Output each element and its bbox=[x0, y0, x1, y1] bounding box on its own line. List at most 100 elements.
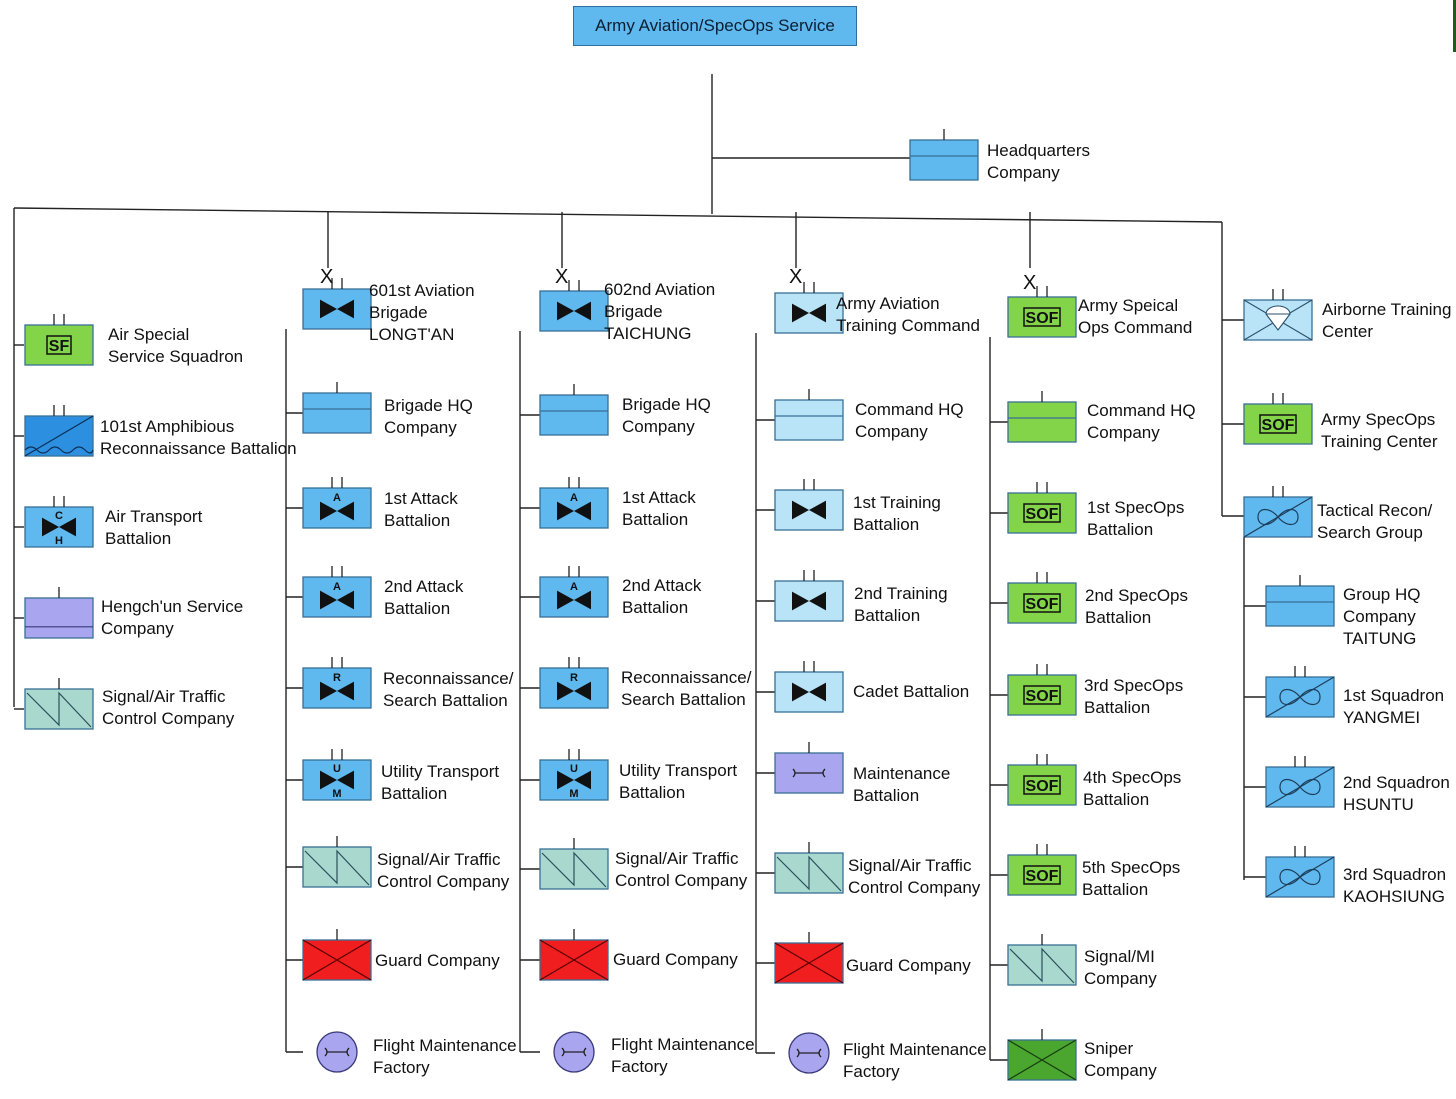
soc-unit-label-7: Sniper Company bbox=[1084, 1039, 1157, 1080]
left-unit-symbol-3 bbox=[24, 587, 94, 639]
b601-unit-symbol-4: UM bbox=[302, 749, 372, 801]
training-command-echelon: X bbox=[789, 266, 803, 288]
soc-unit-symbol-7 bbox=[1007, 1029, 1077, 1081]
svg-text:U: U bbox=[333, 763, 341, 775]
training-command-label: Army Aviation Training Command bbox=[836, 294, 980, 335]
tc-unit-symbol-1 bbox=[774, 479, 844, 531]
b602-unit-symbol-3: R bbox=[539, 657, 609, 709]
svg-text:SOF: SOF bbox=[1026, 868, 1059, 885]
tc-unit-label-0: Command HQ Company bbox=[855, 400, 964, 441]
tc-unit-symbol-7 bbox=[788, 1032, 830, 1074]
svg-text:SOF: SOF bbox=[1026, 310, 1059, 327]
soc-unit-label-4: 4th SpecOps Battalion bbox=[1083, 768, 1182, 809]
tc-unit-symbol-0 bbox=[774, 389, 844, 441]
svg-text:SF: SF bbox=[49, 338, 70, 355]
soc-unit-label-0: Command HQ Company bbox=[1087, 401, 1196, 442]
rg-unit-symbol-3 bbox=[1265, 846, 1335, 898]
b602-unit-symbol-6 bbox=[539, 929, 609, 981]
rg-unit-label-3: 3rd Squadron KAOHSIUNG bbox=[1343, 865, 1447, 906]
tc-unit-label-3: Cadet Battalion bbox=[853, 682, 970, 701]
svg-text:R: R bbox=[570, 672, 578, 684]
left-unit-label-1: 101st Amphibious Reconnaissance Battalio… bbox=[100, 417, 297, 458]
b602-unit-label-6: Guard Company bbox=[613, 950, 738, 969]
svg-text:R: R bbox=[333, 672, 341, 684]
rg-unit-label-0: Group HQ Company TAITUNG bbox=[1343, 585, 1421, 648]
right-unit-label-0: Airborne Training Center bbox=[1322, 300, 1452, 341]
b602-unit-symbol-1: A bbox=[539, 477, 609, 529]
b601-unit-symbol-2: A bbox=[302, 566, 372, 618]
b602-unit-symbol-4: UM bbox=[539, 749, 609, 801]
left-unit-label-2: Air Transport Battalion bbox=[105, 507, 203, 548]
rg-unit-symbol-1 bbox=[1265, 666, 1335, 718]
b602-head-symbol bbox=[539, 280, 609, 332]
soc-unit-label-1: 1st SpecOps Battalion bbox=[1087, 498, 1185, 539]
tc-unit-symbol-6 bbox=[774, 932, 844, 984]
b602-unit-label-4: Utility Transport Battalion bbox=[619, 761, 738, 802]
b602-unit-label-2: 2nd Attack Battalion bbox=[622, 576, 702, 617]
b602-unit-symbol-2: A bbox=[539, 566, 609, 618]
connector-lines bbox=[13, 74, 1266, 1061]
b602-unit-label-0: Brigade HQ Company bbox=[622, 395, 711, 436]
left-unit-symbol-1 bbox=[24, 405, 94, 457]
svg-text:SOF: SOF bbox=[1026, 506, 1059, 523]
soc-unit-label-5: 5th SpecOps Battalion bbox=[1082, 858, 1181, 899]
left-unit-label-3: Hengch'un Service Company bbox=[101, 597, 244, 638]
soc-unit-symbol-0 bbox=[1007, 391, 1077, 443]
b602-unit-symbol-5 bbox=[539, 838, 609, 890]
soc-head-symbol: SOF bbox=[1007, 286, 1077, 338]
rg-unit-symbol-0 bbox=[1265, 575, 1335, 627]
soc-unit-label-6: Signal/MI Company bbox=[1084, 947, 1157, 988]
b601-unit-label-4: Utility Transport Battalion bbox=[381, 762, 500, 803]
svg-text:SOF: SOF bbox=[1262, 417, 1295, 434]
svg-text:C: C bbox=[55, 510, 63, 522]
tc-unit-label-4: Maintenance Battalion bbox=[853, 764, 951, 805]
b602-unit-label-7: Flight Maintenance Factory bbox=[611, 1035, 755, 1076]
left-unit-symbol-0: SF bbox=[24, 314, 94, 366]
b602-unit-label-1: 1st Attack Battalion bbox=[622, 488, 696, 529]
rg-unit-label-2: 2nd Squadron HSUNTU bbox=[1343, 773, 1450, 814]
svg-text:U: U bbox=[570, 763, 578, 775]
b601-unit-symbol-7 bbox=[316, 1031, 358, 1073]
tc-unit-symbol-5 bbox=[774, 842, 844, 894]
b601-unit-label-3: Reconnaissance/ Search Battalion bbox=[383, 669, 514, 710]
b602-unit-symbol-0 bbox=[539, 384, 609, 436]
svg-text:SOF: SOF bbox=[1026, 778, 1059, 795]
b602-unit-label-3: Reconnaissance/ Search Battalion bbox=[621, 668, 752, 709]
b601-unit-symbol-6 bbox=[302, 929, 372, 981]
b601-unit-label-7: Flight Maintenance Factory bbox=[373, 1036, 517, 1077]
tc-unit-label-5: Signal/Air Traffic Control Company bbox=[848, 856, 981, 897]
soc-unit-symbol-1: SOF bbox=[1007, 482, 1077, 534]
rg-unit-label-1: 1st Squadron YANGMEI bbox=[1343, 686, 1445, 727]
root-title-box: Army Aviation/SpecOps Service bbox=[573, 6, 857, 46]
hq-company-symbol bbox=[909, 129, 979, 181]
b601-unit-symbol-0 bbox=[302, 382, 372, 434]
tc-unit-symbol-3 bbox=[774, 661, 844, 713]
svg-text:SOF: SOF bbox=[1026, 688, 1059, 705]
tc-unit-label-2: 2nd Training Battalion bbox=[854, 584, 948, 625]
b602-unit-label-5: Signal/Air Traffic Control Company bbox=[615, 849, 748, 890]
svg-text:A: A bbox=[333, 581, 341, 593]
soc-unit-symbol-2: SOF bbox=[1007, 572, 1077, 624]
recon-group-label: Tactical Recon/ Search Group bbox=[1317, 501, 1433, 542]
svg-text:M: M bbox=[332, 788, 341, 800]
tc-unit-symbol-2 bbox=[774, 570, 844, 622]
b601-unit-symbol-3: R bbox=[302, 657, 372, 709]
soc-unit-label-3: 3rd SpecOps Battalion bbox=[1084, 676, 1184, 717]
rg-unit-symbol-2 bbox=[1265, 756, 1335, 808]
right-unit-symbol-0 bbox=[1243, 289, 1313, 341]
b602-unit-symbol-7 bbox=[553, 1031, 595, 1073]
right-unit-label-1: Army SpecOps Training Center bbox=[1321, 410, 1438, 451]
b601-unit-label-6: Guard Company bbox=[375, 951, 500, 970]
hq-company-label: Headquarters Company bbox=[987, 141, 1091, 182]
b601-unit-symbol-1: A bbox=[302, 477, 372, 529]
tc-unit-label-6: Guard Company bbox=[846, 956, 971, 975]
svg-text:A: A bbox=[570, 492, 578, 504]
b601-unit-symbol-5 bbox=[302, 836, 372, 888]
specops-command-echelon: X bbox=[1023, 272, 1037, 294]
left-unit-label-4: Signal/Air Traffic Control Company bbox=[102, 687, 235, 728]
tc-unit-symbol-4 bbox=[774, 742, 844, 794]
soc-unit-symbol-3: SOF bbox=[1007, 664, 1077, 716]
b601-head-symbol bbox=[302, 278, 372, 330]
